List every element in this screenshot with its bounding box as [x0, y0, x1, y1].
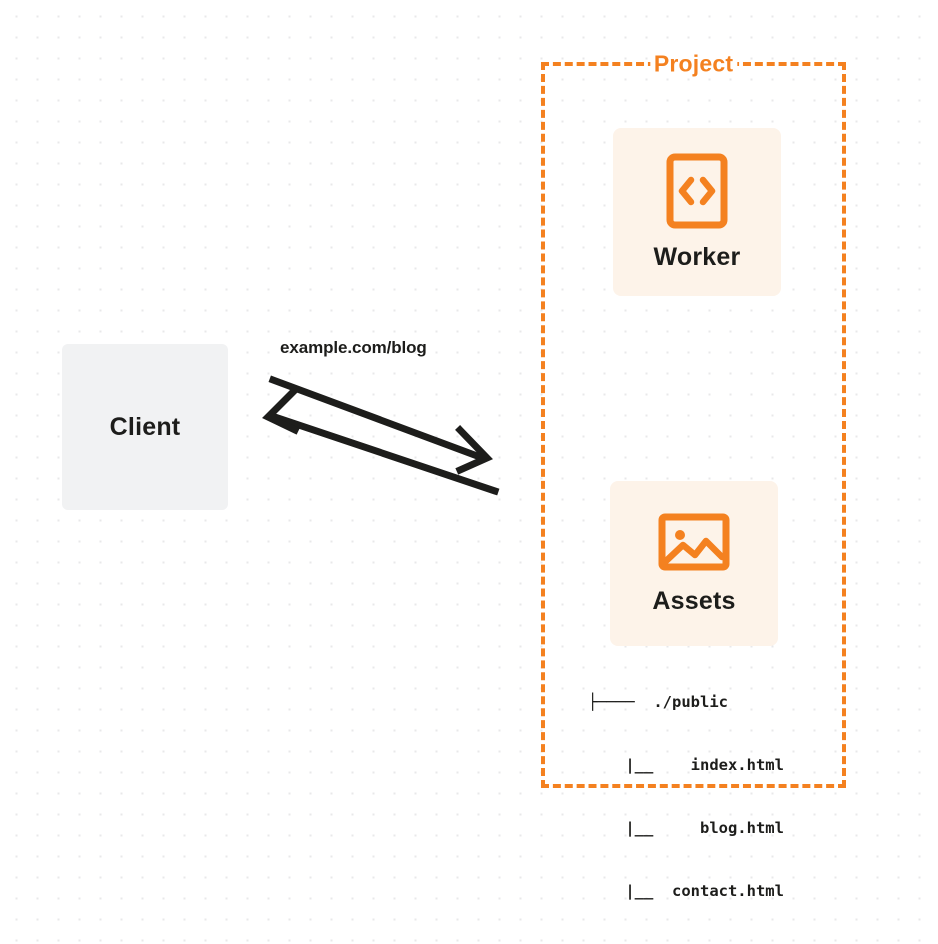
node-assets-label: Assets — [652, 587, 736, 615]
image-picture-icon — [658, 513, 730, 571]
node-worker[interactable]: Worker — [613, 128, 781, 296]
code-brackets-icon — [666, 153, 728, 228]
connector-arrows — [262, 375, 500, 496]
arrow-request-to-project — [268, 375, 493, 475]
node-assets[interactable]: Assets — [610, 481, 778, 646]
node-client[interactable]: Client — [62, 344, 228, 510]
node-worker-label: Worker — [653, 242, 741, 271]
file-tree-line: |__ blog.html — [588, 819, 784, 837]
file-tree-line: |__ contact.html — [588, 882, 784, 900]
arrow-response-to-client — [262, 385, 500, 496]
node-client-label: Client — [109, 412, 181, 441]
edge-label-request-url: example.com/blog — [280, 338, 427, 357]
project-title: Project — [649, 50, 738, 78]
file-tree-line: ├──── ./public — [588, 693, 728, 711]
assets-file-tree: ├──── ./public |__ index.html |__ blog.h… — [588, 650, 784, 944]
project-container: Project — [541, 50, 846, 788]
file-tree-line: |__ index.html — [588, 756, 784, 774]
diagram-canvas: Client example.com/blog Project Worker — [62, 50, 846, 900]
